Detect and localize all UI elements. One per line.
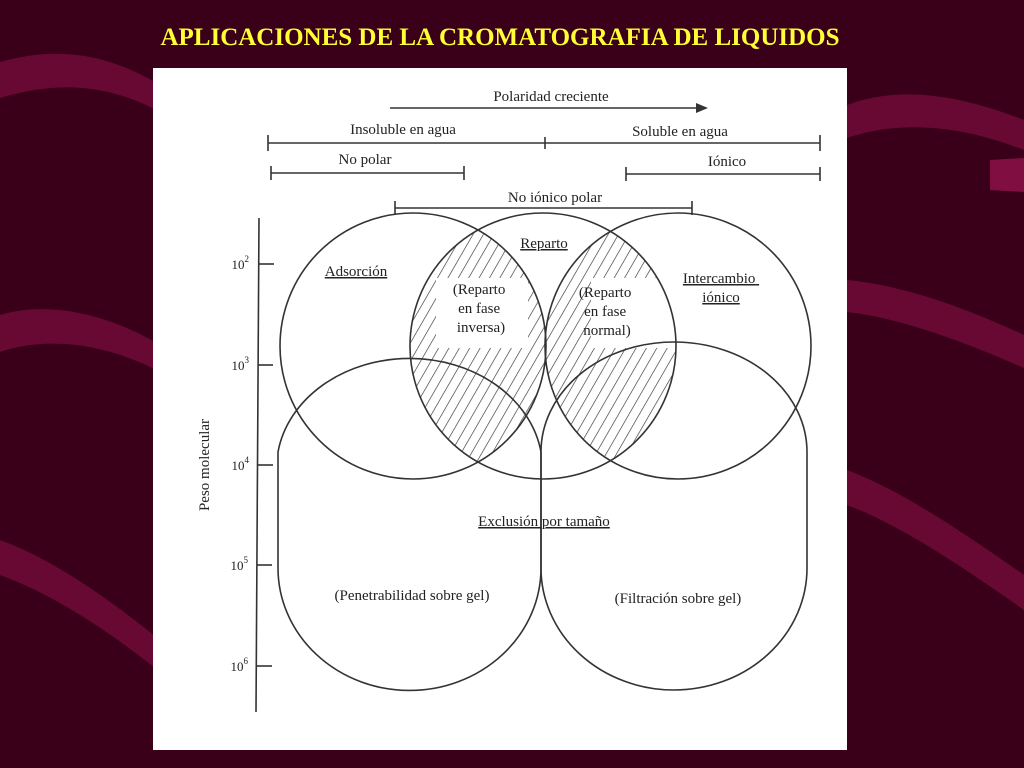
mw-tick-label: 103: [232, 355, 250, 373]
adsorption-label: Adsorción: [325, 264, 388, 280]
insoluble-label: Insoluble en agua: [350, 122, 456, 138]
mw-tick-label: 102: [232, 254, 250, 272]
molecular-weight-label: Peso molecular: [197, 419, 213, 511]
nonionic-polar-label: No iónico polar: [508, 190, 602, 206]
size-exclusion-label: Exclusión por tamaño: [478, 514, 610, 530]
mw-tick-label: 106: [231, 656, 249, 674]
background-wave: [847, 470, 1024, 610]
adsorption-circle: [279, 212, 547, 480]
ionic-label: Iónico: [708, 154, 746, 170]
slide-title: APLICACIONES DE LA CROMATOGRAFIA DE LIQU…: [160, 24, 840, 51]
lc-applications-diagram: Polaridad creciente Insoluble en agua So…: [197, 89, 821, 713]
nonpolar-range: [270, 166, 465, 180]
partition-label: Reparto: [520, 236, 567, 252]
gel-permeation-label: (Penetrabilidad sobre gel): [335, 588, 490, 604]
ion-exchange-circle: [544, 212, 812, 480]
reverse-phase-label: (Reparto en fase inversa): [453, 282, 509, 336]
polarity-label: Polaridad creciente: [493, 89, 609, 105]
gel-filtration-label: (Filtración sobre gel): [615, 591, 742, 607]
mw-tick-label: 104: [232, 455, 250, 473]
polarity-arrow: [390, 103, 708, 113]
soluble-label: Soluble en agua: [632, 124, 728, 140]
background-wave: [0, 540, 160, 672]
ionic-range: [625, 167, 821, 181]
background-wave: [0, 53, 160, 112]
molecular-weight-axis: [255, 217, 274, 713]
solubility-bracket: [267, 135, 821, 151]
nonpolar-label: No polar: [339, 152, 392, 168]
background-wave: [847, 94, 1024, 150]
background-wave: [990, 158, 1024, 192]
diagram-panel: Polaridad creciente Insoluble en agua So…: [153, 68, 847, 750]
normal-phase-label: (Reparto en fase normal): [579, 285, 635, 339]
partition-circle: [409, 212, 677, 480]
mw-tick-label: 105: [231, 555, 249, 573]
background-wave: [0, 309, 160, 372]
background-wave: [847, 280, 1024, 368]
nonionic-polar-range: [394, 201, 693, 215]
gel-filtration-lobe: [540, 341, 808, 691]
ion-exchange-label: Intercambio iónico: [683, 271, 759, 306]
